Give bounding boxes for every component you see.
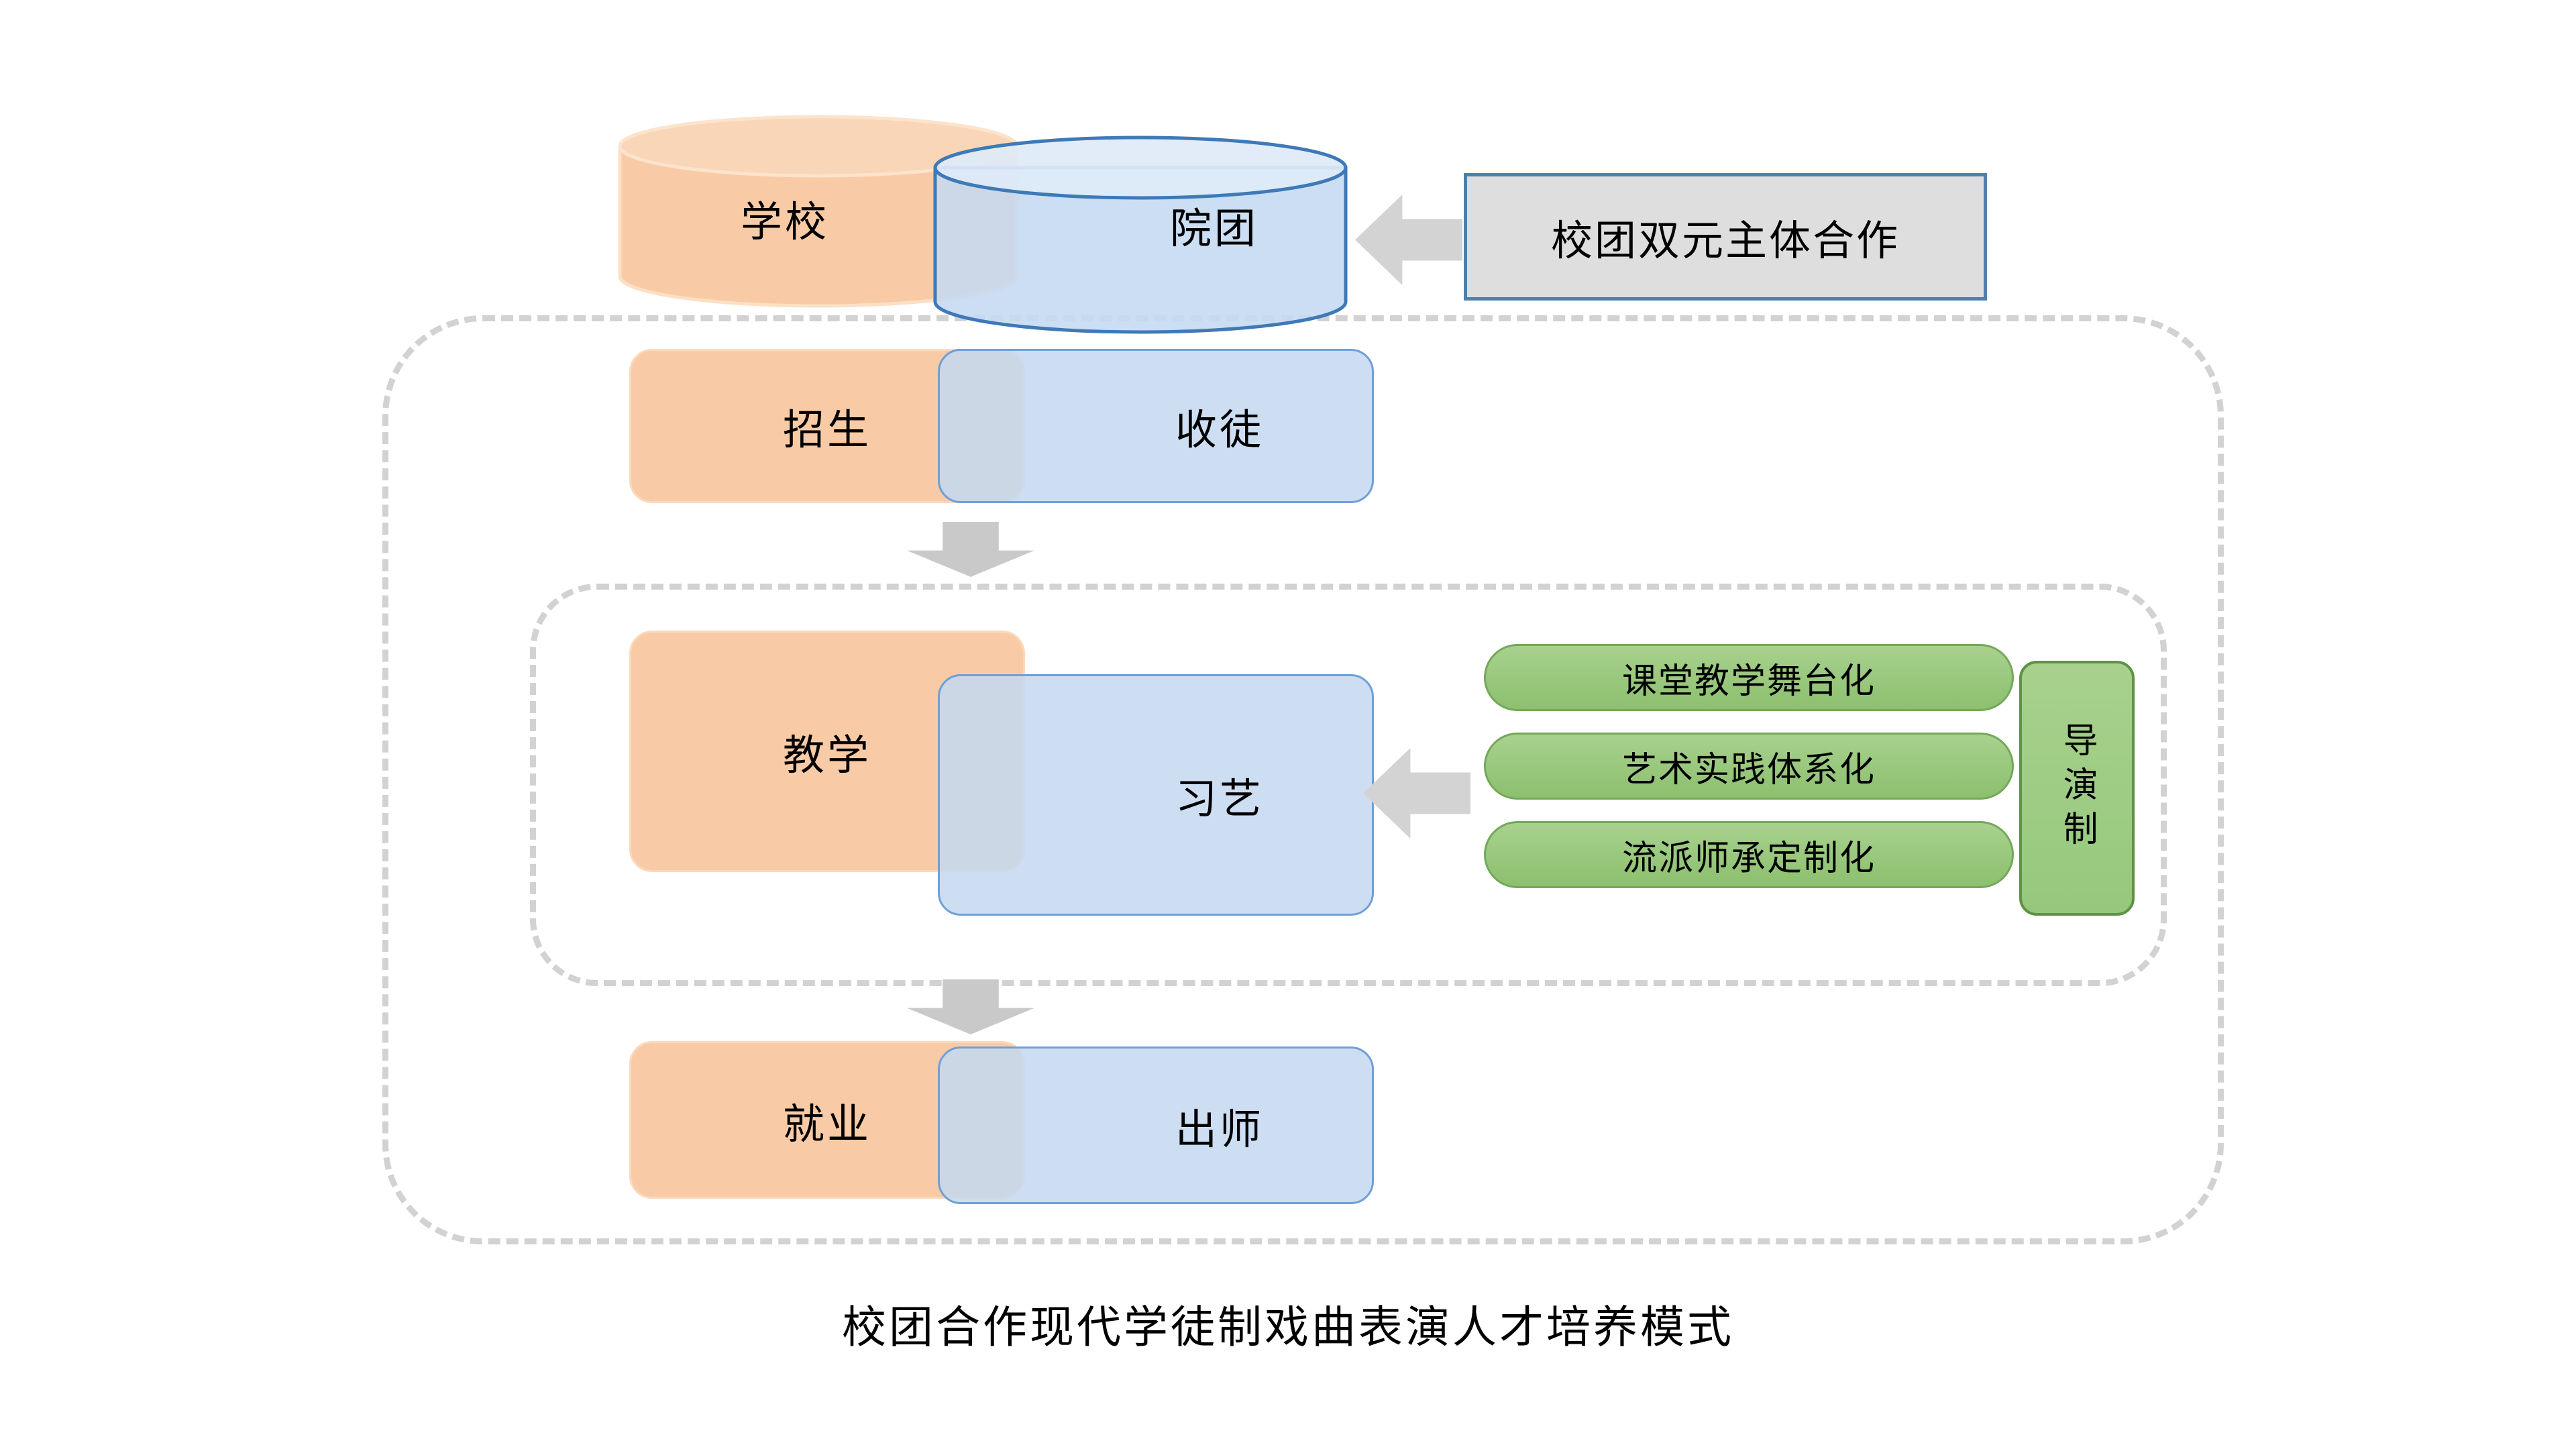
cylinder-troupe[interactable] [932,134,1348,335]
inner-dashed-container [530,584,2167,986]
vertical-tag-director-system[interactable]: 导演制 [2019,661,2135,916]
callout-label: 校团双元主体合作 [1550,216,1900,265]
pill-classroom-stage[interactable]: 课堂教学舞台化 [1484,644,2014,711]
vertical-tag-label: 导演制 [2057,722,2098,855]
pill-classroom-stage-label: 课堂教学舞台化 [1621,661,1876,702]
row-teach-troupe-box[interactable]: 习艺 [938,674,1374,916]
row-teach-troupe-label: 习艺 [1175,774,1264,823]
cylinder-school-label: 学校 [740,197,829,246]
diagram-caption: 校团合作现代学徒制戏曲表演人才培养模式 [842,1301,1734,1353]
row-employ-troupe-label: 出师 [1175,1104,1264,1154]
pill-school-inheritance-custom-label: 流派师承定制化 [1621,838,1876,879]
arrow-left-icon-callout [1355,195,1462,285]
callout-box[interactable]: 校团双元主体合作 [1464,173,1987,301]
row-recruit-school-label: 招生 [782,405,871,454]
row-recruit-troupe-label: 收徒 [1175,405,1264,454]
pill-art-practice-system[interactable]: 艺术实践体系化 [1484,733,2014,800]
row-employ-troupe-box[interactable]: 出师 [938,1046,1374,1204]
row-recruit-troupe-box[interactable]: 收徒 [938,349,1374,503]
pill-school-inheritance-custom[interactable]: 流派师承定制化 [1484,821,2014,888]
row-teach-school-label: 教学 [782,731,871,780]
pill-art-practice-system-label: 艺术实践体系化 [1621,749,1876,790]
cylinder-troupe-label: 院团 [1169,204,1258,253]
row-employ-school-label: 就业 [782,1099,871,1148]
